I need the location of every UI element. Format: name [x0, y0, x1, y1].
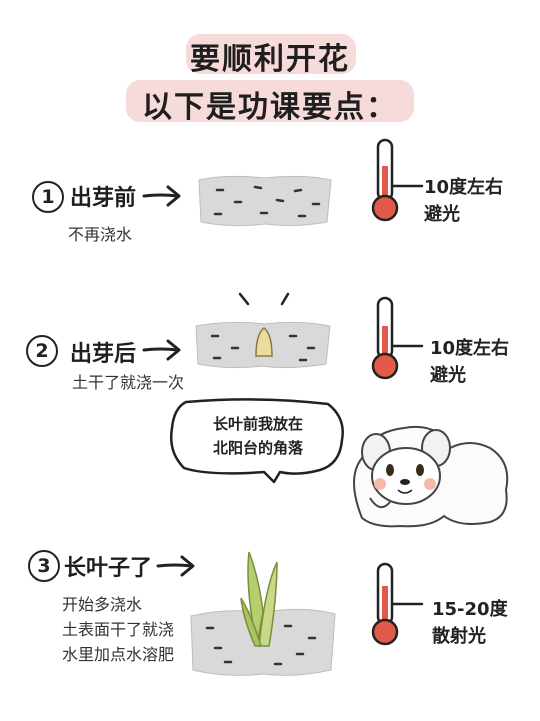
leaf-sprout-icon: [240, 551, 278, 647]
arrow-right-icon: [156, 555, 195, 577]
speech-bubble-line-2: 北阳台的角落: [212, 439, 303, 457]
step-note-3-line-1: 开始多浇水: [62, 595, 143, 614]
temperature-text-2-line-2: 避光: [430, 365, 466, 386]
thermometer-icon: [371, 562, 424, 646]
title-highlight: [186, 34, 356, 74]
dog-character: [353, 426, 509, 528]
soil-patch: [198, 175, 332, 227]
temperature-text-2-line-1: 10度左右: [430, 338, 510, 359]
step-label-3: 长叶子了: [64, 556, 153, 581]
soil-patch: [190, 551, 336, 676]
step-note-2: 土干了就浇一次: [72, 373, 185, 392]
speech-bubble-line-1: 长叶前我放在: [212, 415, 303, 433]
arrow-right-icon: [142, 185, 181, 207]
step-number-2: 2: [26, 335, 58, 367]
soil-patch: [195, 292, 331, 369]
thermometer-icon: [371, 138, 424, 222]
title-highlight: [126, 80, 414, 122]
temperature-text-3-line-2: 散射光: [432, 626, 486, 647]
step-note-1: 不再浇水: [68, 225, 133, 244]
step-label-2: 出芽后: [70, 342, 137, 367]
step-note-3-line-2: 土表面干了就浇: [62, 620, 175, 639]
speech-bubble: [170, 398, 344, 484]
step-label-1: 出芽前: [70, 186, 137, 211]
step-note-3-line-3: 水里加点水溶肥: [62, 645, 175, 664]
temperature-text-1-line-1: 10度左右: [424, 177, 504, 198]
page-title-line-2: 以下是功课要点：: [142, 90, 398, 125]
arrow-right-icon: [142, 339, 181, 361]
step-number-3: 3: [28, 550, 60, 582]
sprout-icon: [255, 327, 273, 357]
step-number-1: 1: [32, 181, 64, 213]
page-title-line-1: 要顺利开花: [190, 42, 350, 77]
thermometer-icon: [371, 296, 424, 380]
temperature-text-3-line-1: 15-20度: [432, 599, 508, 620]
temperature-text-1-line-2: 避光: [424, 204, 460, 225]
